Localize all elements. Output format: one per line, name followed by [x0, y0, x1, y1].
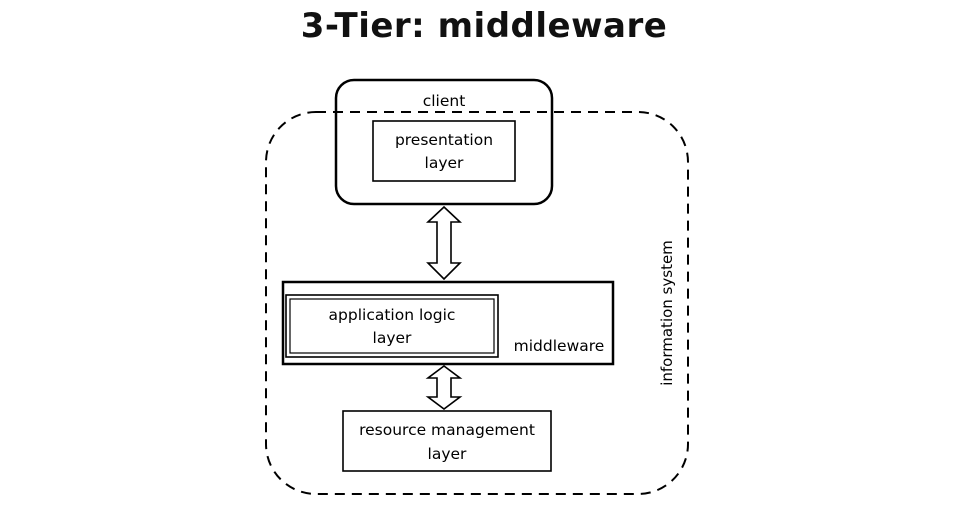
information-system-label: information system — [658, 240, 676, 386]
client-middleware-arrow — [425, 205, 463, 281]
presentation-layer-label-line1: presentation — [395, 131, 493, 149]
middleware-label: middleware — [514, 337, 605, 355]
application-logic-layer-inner-border — [289, 298, 495, 354]
information-system-boundary — [265, 111, 689, 495]
application-logic-layer-label-line2: layer — [373, 329, 413, 347]
resource-management-layer-label-line1: resource management — [359, 421, 535, 439]
client-box — [334, 78, 554, 206]
middleware-box — [281, 280, 615, 366]
resource-management-layer-label-line2: layer — [428, 445, 468, 463]
slide-title: 3-Tier: middleware — [300, 6, 668, 46]
application-logic-layer-label-line1: application logic — [329, 306, 456, 324]
middleware-resource-arrow — [425, 365, 463, 410]
client-label: client — [423, 92, 466, 110]
resource-management-layer-box — [342, 410, 552, 472]
presentation-layer-label-line2: layer — [425, 154, 465, 172]
presentation-layer-box — [372, 120, 516, 182]
application-logic-layer-box — [285, 294, 499, 358]
